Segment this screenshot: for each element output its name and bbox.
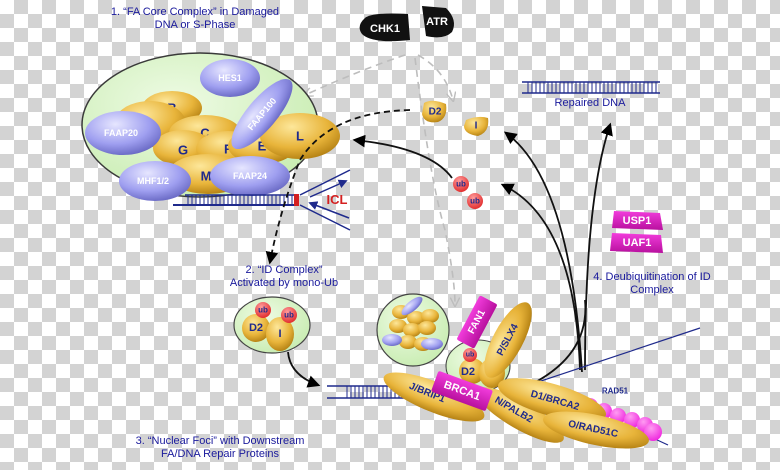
svg-text:I: I [278,328,281,340]
free-ub-2: ub [467,193,483,209]
uaf1-protein: UAF1 [610,233,663,253]
foci-dna [327,327,701,446]
step4-caption-line1: 4. Deubiquitination of ID [593,271,710,283]
svg-text:MHF1/2: MHF1/2 [137,176,169,186]
step4-caption-line2: Complex [630,284,674,296]
svg-text:UAF1: UAF1 [623,237,652,249]
svg-text:M: M [201,169,212,184]
svg-text:G: G [178,143,188,158]
mini-core-complex [376,293,450,367]
activation-dashed-arrow [265,109,411,265]
step2-caption-line1: 2. “ID Complex” [245,264,322,276]
svg-text:ub: ub [466,352,475,359]
svg-text:E: E [258,139,267,154]
free-ub-1: ub [453,176,469,192]
damaged-dna-icl: ICL [173,169,351,231]
fanc-l-protein [260,113,340,159]
svg-text:FAAP24: FAAP24 [233,171,267,181]
fa-core-complex: HES1 B A C G F E L FAAP100 FAAP20 M MHF1… [81,52,340,201]
step3-caption-line1: 3. “Nuclear Foci” with Downstream [136,435,305,447]
hes1-protein [200,59,260,97]
svg-text:D2: D2 [461,366,475,378]
svg-text:D2: D2 [429,107,442,118]
chk1-kinase: CHK1 [359,13,410,42]
step1-caption-line2: DNA or S-Phase [155,19,236,31]
id-complex-activated: D2 I ub ub [233,296,311,354]
svg-text:USP1: USP1 [623,215,652,227]
svg-text:I: I [475,121,478,132]
svg-text:CHK1: CHK1 [370,23,400,35]
svg-text:ATR: ATR [426,16,448,28]
svg-text:ub: ub [456,180,466,189]
step2-caption-line2: Activated by mono-Ub [230,277,338,289]
p-slx4-protein: P/SLX4 [484,302,532,378]
usp1-protein: USP1 [612,211,663,230]
free-i: I [464,116,489,136]
d1-brca2-protein: D1/BRCA2 [497,378,607,422]
atr-kinase: ATR [422,6,454,38]
svg-text:ub: ub [470,197,480,206]
icl-label: ICL [327,192,348,207]
faap24-protein [210,156,290,196]
step1-caption-line1: 1. “FA Core Complex” in Damaged [111,6,279,18]
svg-text:ub: ub [258,306,268,315]
svg-text:L: L [296,129,304,144]
svg-text:C: C [200,126,210,141]
faap20-protein [85,111,161,155]
feedback-dashed-arrows [305,54,455,305]
o-rad51c-protein: O/RAD51C [543,411,649,449]
step3-caption-line2: FA/DNA Repair Proteins [161,448,279,460]
svg-text:F: F [224,142,232,157]
free-d2: D2 [422,100,447,123]
repaired-dna-label: Repaired DNA [555,97,627,109]
svg-text:D2: D2 [249,322,263,334]
svg-text:FAAP20: FAAP20 [104,128,138,138]
deubiquitination-arrows [287,122,613,388]
svg-text:HES1: HES1 [218,73,242,83]
rad51-label: RAD51 [602,387,629,396]
fan1-protein: FAN1 [457,295,497,349]
mhf1-2-protein [119,161,191,201]
svg-text:ub: ub [284,311,294,320]
repaired-dna: Repaired DNA [522,81,660,109]
